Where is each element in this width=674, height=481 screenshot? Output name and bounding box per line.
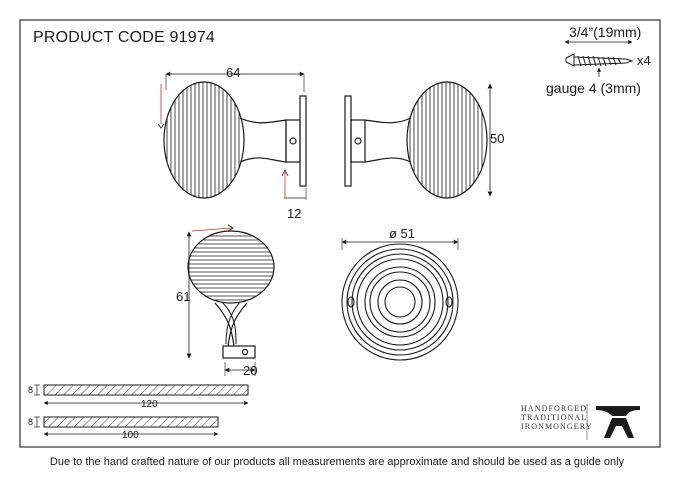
knob-side-view-right (344, 81, 488, 199)
dim-label-spindle-square-short: 8 (28, 417, 34, 427)
spindle-short (34, 416, 219, 437)
footer-disclaimer: Due to the hand crafted nature of our pr… (49, 456, 625, 468)
brand-line-2: TRADITIONAL (521, 413, 588, 422)
brand-line-1: HANDFORGED (521, 404, 588, 413)
knob-side-view-left (163, 81, 307, 199)
drawing-frame (19, 19, 661, 448)
screw-gauge-label: gauge 4 (3mm) (546, 80, 641, 96)
dim-label-spindle-square-long: 8 (28, 385, 34, 395)
anvil-logo-icon (596, 406, 640, 438)
product-code: PRODUCT CODE 91974 (33, 29, 216, 46)
dim-label-spindle-short: 100 (122, 430, 139, 441)
screw-icon (564, 39, 634, 77)
screw-length-label: 3/4”(19mm) (569, 24, 642, 40)
rose-front-view (341, 243, 459, 361)
dim-label-rose-diameter: ø 51 (389, 226, 416, 241)
dim-label-knob-depth: 64 (226, 65, 241, 80)
dim-label-rose-height: 50 (490, 131, 505, 146)
dim-label-neck-width: 20 (243, 363, 258, 378)
screw-quantity-label: x4 (637, 53, 651, 68)
dim-label-rose-depth: 12 (287, 206, 302, 221)
brand-line-3: IRONMONGERY (521, 422, 593, 431)
knob-top-view (187, 230, 275, 359)
dim-label-knob-height: 61 (176, 289, 191, 304)
spindle-long (34, 384, 249, 406)
brand-name: HANDFORGED TRADITIONAL IRONMONGERY (521, 404, 593, 431)
dim-label-spindle-long: 120 (141, 399, 158, 410)
